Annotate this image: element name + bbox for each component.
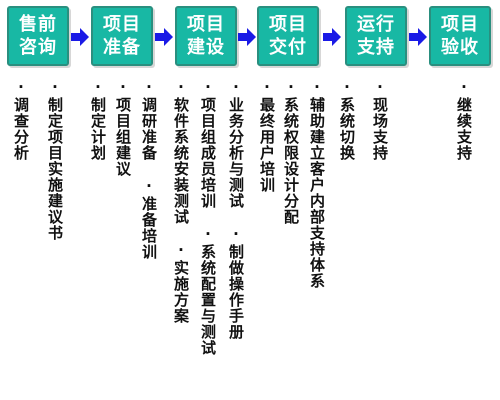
phase-label-line1: 运行	[357, 14, 395, 35]
phase-box-construction: 项目 建设	[175, 6, 237, 66]
task-item: ·现场支持	[371, 78, 389, 161]
task-item: ·调研准备 ·准备培训	[140, 78, 158, 260]
task-item: ·业务分析与测试 ·制做操作手册	[227, 78, 245, 340]
task-item: ·系统权限设计分配	[282, 78, 300, 225]
arrow-right-icon	[238, 28, 256, 46]
task-item: ·制定项目实施建议书	[46, 78, 64, 241]
phase-label-line1: 项目	[187, 14, 225, 35]
phase-label-line2: 建设	[187, 37, 225, 58]
phase-label-line1: 项目	[269, 14, 307, 35]
arrow-right-icon	[409, 28, 427, 46]
phase-label-line2: 交付	[269, 37, 307, 58]
task-item: ·继续支持	[455, 78, 473, 161]
arrow-right-icon	[323, 28, 341, 46]
phase-box-operation-support: 运行 支持	[345, 6, 407, 66]
task-item: ·调查分析	[12, 78, 30, 161]
phase-label-line2: 准备	[103, 37, 141, 58]
task-item: ·软件系统安装测试 ·实施方案	[172, 78, 190, 324]
task-item: ·最终用户培训	[258, 78, 276, 193]
phase-label-line2: 验收	[441, 37, 479, 58]
phase-box-preparation: 项目 准备	[91, 6, 153, 66]
task-item: ·制定计划	[89, 78, 107, 161]
phase-label-line1: 项目	[441, 14, 479, 35]
phase-label-line2: 咨询	[19, 37, 57, 58]
phase-box-acceptance: 项目 验收	[429, 6, 491, 66]
phase-label-line1: 售前	[19, 14, 57, 35]
arrow-right-icon	[71, 28, 89, 46]
phase-box-presales: 售前 咨询	[7, 6, 69, 66]
phase-label-line1: 项目	[103, 14, 141, 35]
task-item: ·项目组成员培训 ·系统配置与测试	[199, 78, 217, 356]
phase-label-line2: 支持	[357, 37, 395, 58]
phase-box-delivery: 项目 交付	[257, 6, 319, 66]
task-item: ·系统切换	[338, 78, 356, 161]
task-item: ·辅助建立客户内部支持体系	[308, 78, 326, 289]
arrow-right-icon	[155, 28, 173, 46]
task-item: ·项目组建议	[114, 78, 132, 177]
